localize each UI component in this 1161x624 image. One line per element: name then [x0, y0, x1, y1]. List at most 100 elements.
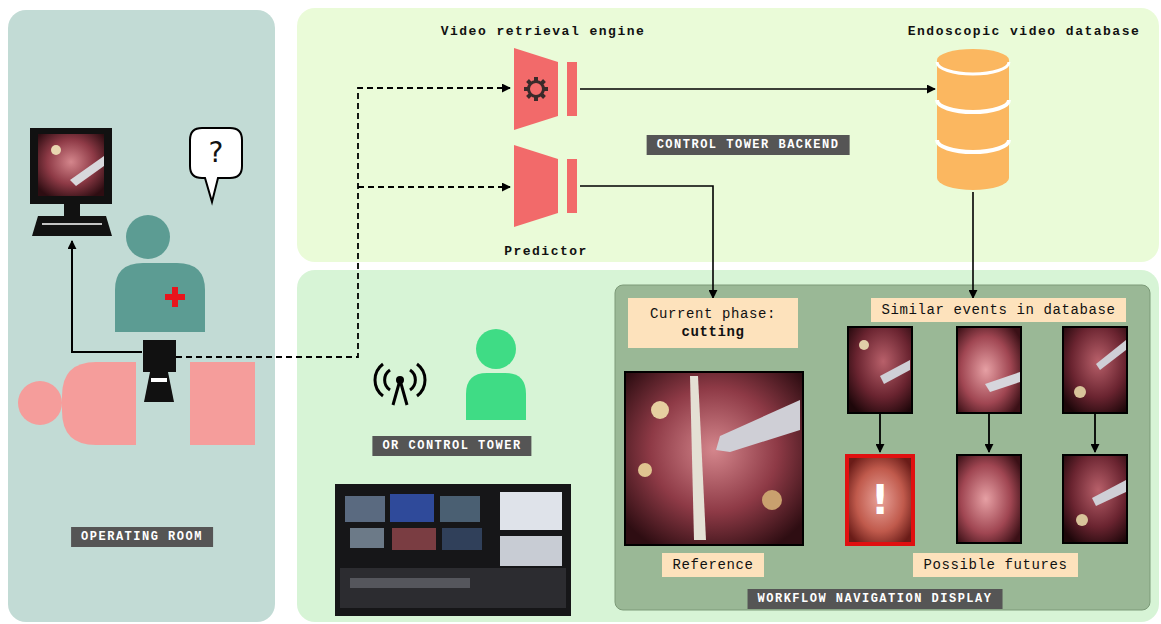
instrument: [1092, 480, 1126, 506]
operator-head: [476, 329, 516, 369]
tissue: [51, 145, 61, 155]
output-bar: [567, 62, 577, 116]
node-text: Predictor: [504, 244, 588, 260]
stream-line: [358, 186, 510, 188]
photo-monitor: [350, 528, 384, 548]
control-tower-panel: [297, 270, 1159, 622]
node-text: Video retrieval engine: [441, 24, 646, 40]
node-text: WORKFLOW NAVIGATION DISPLAY: [748, 589, 1003, 609]
future-image: [957, 455, 1021, 543]
node-text: Endoscopic video database: [908, 24, 1141, 40]
photo-monitor: [392, 528, 436, 550]
workflow-display: WORKFLOW NAVIGATION DISPLAY Current phase…: [615, 285, 1150, 610]
signal-arc: [417, 364, 425, 396]
tissue: [690, 376, 706, 540]
phase-box: Current phase:cutting: [628, 298, 798, 348]
camera-body: [143, 340, 176, 372]
photo-monitor: [390, 494, 434, 522]
database-shape: [935, 48, 1011, 192]
keyboard: [32, 216, 112, 236]
node-text: cutting: [638, 323, 788, 341]
connector: [580, 186, 713, 298]
stream-line: [176, 88, 510, 357]
control-tower-backend: CONTROL TOWER BACKEND Video retrieval eng…: [297, 8, 1159, 262]
speech-bubble: [190, 128, 242, 202]
video-database: Endoscopic video database: [935, 48, 1011, 192]
operating-room: OPERATING ROOM: [8, 10, 275, 622]
photo-monitor: [440, 496, 480, 522]
monitor-stand: [64, 204, 80, 216]
label-box: Possible futures: [913, 553, 1078, 577]
fat-tissue: [638, 463, 652, 477]
signal-arc: [385, 370, 390, 390]
connector: [580, 88, 935, 90]
wifi-icon: [375, 364, 425, 405]
retrieval-engine: Video retrieval engine: [514, 48, 580, 130]
fat-tissue: [1076, 514, 1088, 526]
monitor-image: [38, 134, 104, 196]
node-text: CONTROL TOWER BACKEND: [647, 135, 850, 155]
fat-tissue: [1074, 386, 1086, 398]
or-control-tower: OR CONTROL TOWER WORKFLOW NAVIGATION DISP…: [297, 270, 1159, 622]
cylinder-top: [937, 49, 1009, 71]
network-shape: [514, 145, 580, 227]
label-box: Similar events in database: [871, 298, 1126, 322]
camera-lens: [144, 372, 174, 402]
fat-tissue: [651, 401, 669, 419]
instrument: [716, 400, 800, 452]
signal-arc: [410, 370, 415, 390]
network-shape: [514, 48, 580, 130]
photo-desk: [340, 568, 566, 608]
instrument: [1096, 340, 1126, 370]
cylinder-band: [937, 62, 1009, 74]
operator-body: [466, 373, 526, 420]
control-room-photo: [335, 484, 571, 616]
cylinder-band: [937, 140, 1009, 152]
cylinder-band: [937, 100, 1009, 112]
red-cross: [172, 287, 178, 307]
reference-image: [625, 372, 803, 545]
alert-future-image: [847, 456, 913, 544]
future-arrow: [988, 413, 990, 452]
future-image: [1063, 455, 1127, 543]
fat-tissue: [859, 340, 869, 350]
operating-room-panel: [8, 10, 275, 622]
node-text: Similar events in database: [881, 301, 1116, 319]
trapezoid: [514, 48, 558, 130]
node-text: OPERATING ROOM: [71, 527, 213, 547]
node-text: Possible futures: [923, 556, 1068, 574]
surgeon-head: [126, 215, 170, 259]
node-text: OR CONTROL TOWER: [372, 436, 531, 456]
label-box: Reference: [662, 553, 764, 577]
cylinder-body: [937, 60, 1009, 190]
question-mark: ?: [209, 139, 224, 167]
backend-panel: [297, 8, 1159, 262]
predictor: Predictor: [514, 145, 580, 227]
display-panel: [615, 285, 1150, 610]
photo-console: [350, 578, 470, 588]
output-bar: [567, 159, 577, 213]
photo-monitor: [345, 496, 385, 522]
monitor-frame: [30, 128, 112, 204]
photo-monitor: [500, 492, 562, 530]
event-image: [1063, 327, 1127, 413]
surgeon-body: [115, 263, 205, 332]
instrument: [985, 372, 1020, 392]
antenna-dot: [396, 376, 404, 384]
patient-head: [18, 381, 62, 425]
instrument: [880, 360, 910, 384]
patient-body: [62, 362, 136, 445]
event-image: [848, 327, 912, 413]
photo-monitor: [442, 528, 482, 550]
node-text: Current phase:: [638, 305, 788, 323]
gear-ring: [529, 82, 544, 97]
alert-mark: !: [871, 480, 889, 520]
instrument: [70, 156, 104, 186]
future-arrow: [1094, 413, 1096, 452]
node-text: Reference: [672, 556, 754, 574]
future-arrow: [879, 413, 881, 452]
patient-legs: [190, 362, 255, 445]
gear-icon: [524, 77, 548, 101]
